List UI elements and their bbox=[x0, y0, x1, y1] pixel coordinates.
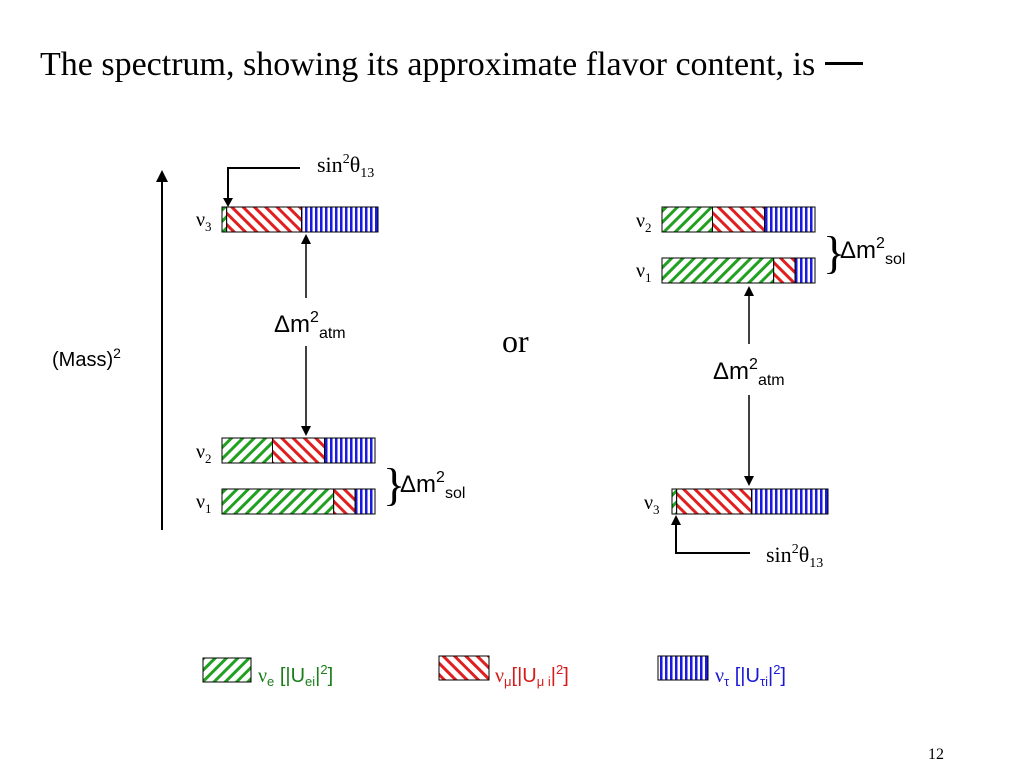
bar-nu1-inverted bbox=[661, 257, 816, 284]
legend-swatch-tau bbox=[657, 655, 709, 681]
bar-nu1-normal-segment-tau bbox=[354, 488, 376, 515]
bar-nu2-inverted-segment-e bbox=[661, 206, 713, 233]
nu2-label-normal: ν2 bbox=[196, 441, 212, 466]
delta-m2-sol-label-normal: Δm2sol bbox=[400, 469, 465, 502]
bar-nu1-inverted-segment-tau bbox=[794, 257, 816, 284]
mass-axis-label: (Mass)2 bbox=[52, 345, 121, 371]
or-label: or bbox=[502, 323, 529, 359]
sin2theta13-label-inverted: sin2θ13 bbox=[766, 542, 823, 571]
bar-nu3-inverted-segment-mu bbox=[676, 488, 753, 515]
atm-arrow-down-head-inverted bbox=[744, 476, 754, 486]
bar-nu3-inverted bbox=[671, 488, 829, 515]
delta-m2-sol-label-inverted: Δm2sol bbox=[840, 235, 905, 268]
bar-nu1-inverted-segment-mu bbox=[773, 257, 796, 284]
bar-nu3-normal bbox=[221, 206, 379, 233]
bar-nu1-normal-segment-e bbox=[221, 488, 335, 515]
legend-swatch-mu bbox=[438, 655, 490, 681]
bar-nu2-normal-segment-e bbox=[221, 437, 273, 464]
nu1-label-normal: ν1 bbox=[196, 491, 212, 516]
bar-nu3-normal-segment-tau bbox=[301, 206, 379, 233]
atm-arrow-up-head-normal bbox=[301, 234, 311, 244]
bar-nu1-normal bbox=[221, 488, 376, 515]
sin2theta13-pointer-inverted bbox=[675, 522, 750, 554]
bar-nu3-normal-segment-e bbox=[221, 206, 228, 233]
bar-nu2-normal-segment-mu bbox=[271, 437, 326, 464]
sin2theta13-pointer-head-inverted bbox=[671, 515, 681, 525]
slide-title: The spectrum, showing its approximate fl… bbox=[40, 46, 864, 84]
nu3-label-normal: ν3 bbox=[196, 209, 212, 234]
nu1-label-inverted: ν1 bbox=[636, 260, 652, 285]
sin2theta13-pointer-normal bbox=[227, 167, 300, 200]
sin2theta13-pointer-head-normal bbox=[223, 198, 233, 207]
bar-nu1-normal-segment-mu bbox=[333, 488, 356, 515]
legend-label-e: νe [|Uei|2] bbox=[258, 662, 333, 689]
legend-swatch-e bbox=[202, 657, 252, 683]
atm-arrow-up-head-inverted bbox=[744, 286, 754, 296]
nu3-label-inverted: ν3 bbox=[644, 492, 660, 517]
sol-brace-inverted: } bbox=[823, 227, 845, 278]
bar-nu3-inverted-segment-e bbox=[671, 488, 678, 515]
slide-title-text: The spectrum, showing its approximate fl… bbox=[40, 46, 816, 83]
bar-nu3-inverted-segment-tau bbox=[751, 488, 829, 515]
legend-label-tau: ντ [|Uτi|2] bbox=[715, 662, 786, 689]
sin2theta13-label-normal: sin2θ13 bbox=[317, 152, 374, 181]
atm-arrow-down-head-normal bbox=[301, 426, 311, 436]
legend-label-mu: νμ[|Uμ i|2] bbox=[495, 662, 569, 689]
nu2-label-inverted: ν2 bbox=[636, 210, 652, 235]
bar-nu2-inverted-segment-tau bbox=[764, 206, 816, 233]
sol-brace-normal: } bbox=[383, 459, 405, 510]
bar-nu2-inverted bbox=[661, 206, 816, 233]
page-number: 12 bbox=[928, 746, 944, 763]
bar-nu2-inverted-segment-mu bbox=[711, 206, 766, 233]
delta-m2-atm-label-inverted: Δm2atm bbox=[713, 356, 785, 389]
mass-axis-arrowhead bbox=[156, 170, 168, 182]
bar-nu2-normal bbox=[221, 437, 376, 464]
bar-nu3-normal-segment-mu bbox=[226, 206, 303, 233]
bar-nu2-normal-segment-tau bbox=[324, 437, 376, 464]
delta-m2-atm-label-normal: Δm2atm bbox=[274, 309, 346, 342]
bar-nu1-inverted-segment-e bbox=[661, 257, 775, 284]
title-dash bbox=[825, 61, 864, 65]
